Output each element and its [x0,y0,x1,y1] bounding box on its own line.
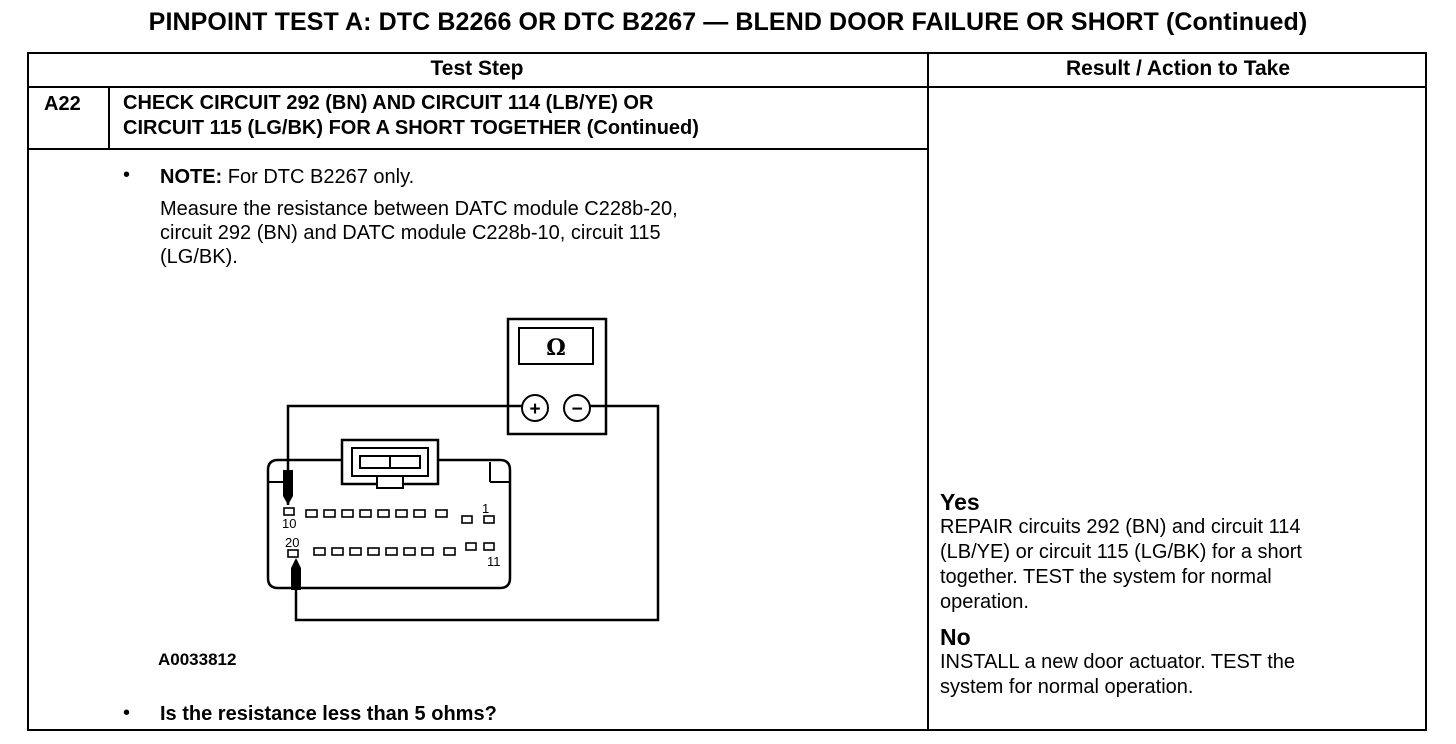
pin-label-11: 11 [487,554,501,569]
header-test-step: Test Step [430,57,524,80]
minus-sign: − [571,399,582,420]
pin-label-20: 20 [285,535,299,550]
figure-id: A0033812 [158,650,237,669]
yes-line: (LB/YE) or circuit 115 (LG/BK) for a sho… [940,541,1302,563]
pin-row-bottom [287,542,495,558]
minus-terminal [563,394,591,422]
pin-row-top [283,507,495,524]
connector-shell [266,458,512,590]
positive-probe [283,470,293,505]
step-title-line: CIRCUIT 115 (LG/BK) FOR A SHORT TOGETHER… [123,117,699,139]
measure-line: Measure the resistance between DATC modu… [160,198,678,220]
step-title: CHECK CIRCUIT 292 (BN) AND CIRCUIT 114 (… [123,91,913,141]
plus-sign: + [529,399,540,420]
yes-line: operation. [940,591,1029,613]
question: Is the resistance less than 5 ohms? [160,703,497,725]
ohm-symbol: Ω [546,335,566,361]
step-number-divider [108,86,110,149]
pin-label-1: 1 [482,501,489,516]
step-number: A22 [44,93,81,115]
column-divider [927,52,929,731]
step-title-divider [27,148,929,150]
header-divider [27,86,1427,88]
note-label: NOTE: [160,166,223,188]
bullet-marker: • [123,702,131,724]
plus-terminal [521,394,549,422]
step-title-line: CHECK CIRCUIT 292 (BN) AND CIRCUIT 114 (… [123,92,654,114]
negative-lead-wire [294,404,660,622]
note-line: NOTE: For DTC B2267 only. [160,165,414,189]
pin-label-10: 10 [282,516,296,531]
result-no: No INSTALL a new door actuator. TEST the… [940,624,1420,700]
result-yes: Yes REPAIR circuits 292 (BN) and circuit… [940,489,1420,615]
page-title: PINPOINT TEST A: DTC B2266 OR DTC B2267 … [148,8,1308,36]
negative-probe [291,558,301,590]
yes-label: Yes [940,489,980,515]
no-line: system for normal operation. [940,676,1194,698]
no-label: No [940,624,971,650]
yes-line: REPAIR circuits 292 (BN) and circuit 114 [940,516,1301,538]
yes-line: together. TEST the system for normal [940,566,1272,588]
note-text: For DTC B2267 only. [222,166,415,188]
no-line: INSTALL a new door actuator. TEST the [940,651,1296,673]
bullet-marker: • [123,164,131,186]
test-table [27,52,1427,731]
measure-line: circuit 292 (BN) and DATC module C228b-1… [160,222,661,244]
ohmmeter-display [518,327,594,365]
measure-line: (LG/BK). [160,246,238,268]
header-result: Result / Action to Take [1065,57,1291,80]
latch-button [376,475,404,489]
measure-instruction: Measure the resistance between DATC modu… [160,197,678,269]
